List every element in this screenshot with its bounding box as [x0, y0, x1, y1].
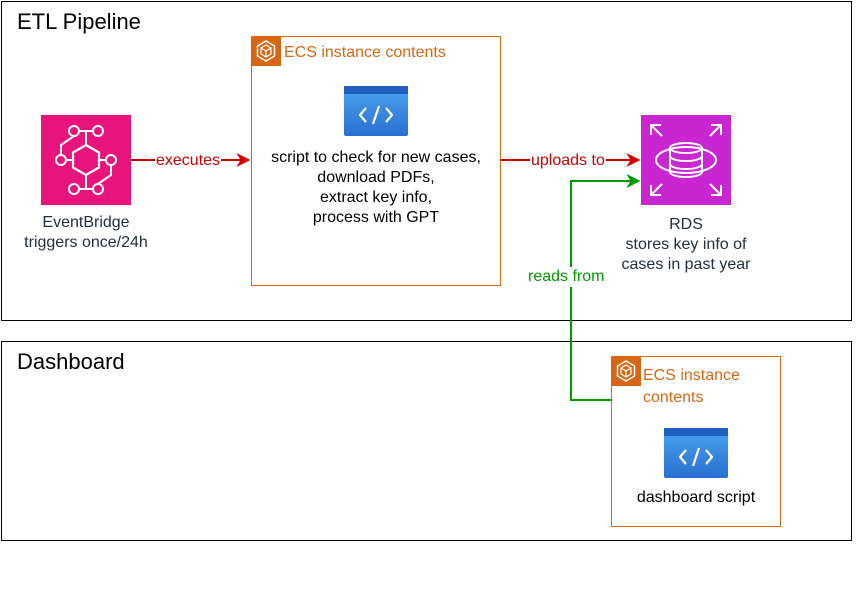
eventbridge-label-line-2: triggers once/24h — [24, 234, 148, 251]
etl-ecs-group: ECS instance contents script to check fo… — [251, 36, 501, 286]
rds-label-line-2: stores key info of — [625, 236, 747, 253]
rds-label-line-3: cases in past year — [621, 256, 751, 273]
etl-script-line-2: download PDFs, — [317, 169, 435, 186]
eventbridge-label: EventBridge triggers once/24h — [6, 213, 166, 253]
executes-edge-label: executes — [155, 151, 222, 171]
dashboard-title: Dashboard — [17, 349, 125, 374]
eventbridge-icon — [41, 115, 131, 205]
uploads-edge-label: uploads to — [530, 151, 606, 171]
rds-label-line-1: RDS — [669, 216, 703, 233]
ecs-icon — [251, 36, 281, 66]
etl-script-label: script to check for new cases, download … — [252, 148, 500, 228]
dashboard-ecs-group-title: ECS instance contents — [643, 365, 740, 409]
eventbridge-label-line-1: EventBridge — [42, 214, 130, 231]
dashboard-ecs-group: ECS instance contents dashboard script — [611, 356, 781, 527]
etl-script-line-3: extract key info, — [319, 189, 433, 206]
dashboard-script-label: dashboard script — [636, 489, 756, 506]
dashboard-ecs-title-line-2: contents — [643, 389, 704, 406]
etl-ecs-group-title: ECS instance contents — [284, 44, 446, 61]
ecs-icon — [611, 356, 641, 386]
dashboard-ecs-title-line-1: ECS instance — [643, 367, 740, 384]
etl-script-line-4: process with GPT — [312, 209, 440, 226]
reads-edge-label: reads from — [527, 267, 606, 287]
etl-pipeline-title: ETL Pipeline — [17, 9, 141, 34]
code-file-icon — [664, 428, 728, 478]
rds-icon — [641, 115, 731, 205]
etl-script-line-1: script to check for new cases, — [271, 149, 481, 166]
rds-label: RDS stores key info of cases in past yea… — [596, 215, 776, 275]
code-file-icon — [344, 86, 408, 136]
